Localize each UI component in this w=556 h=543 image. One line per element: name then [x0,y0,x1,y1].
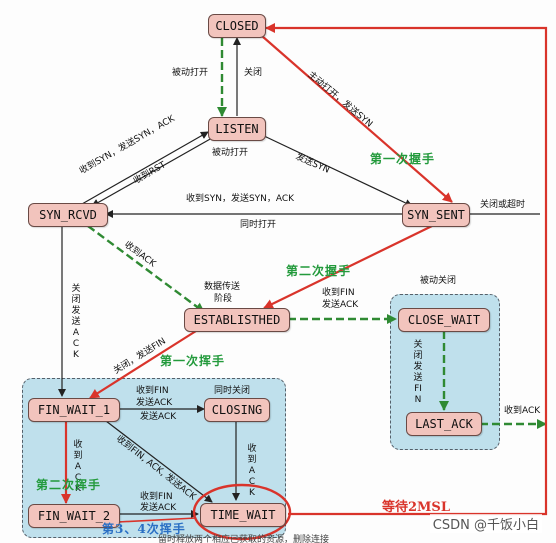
label-recv-syn-send-syn-ack-2: 收到SYN，发送SYN，ACK [186,194,295,204]
label-recv-ack-vertical-2: 收到ACK [247,444,257,498]
label-passive-open-2: 被动打开 [212,148,249,158]
step-first-handshake: 第一次握手 [370,152,436,166]
edge-listen-to-syn-sent [261,134,413,207]
state-fin-wait-2: FIN_WAIT_2 [28,504,120,528]
label-close: 关闭 [244,68,263,78]
label-data-transfer: 数据传送 [204,282,241,292]
label-simultaneous-open: 同时打开 [240,220,277,230]
state-fin-wait-1: FIN_WAIT_1 [28,398,120,422]
footnote-text: 留时释放两个相应已获取的资源，删除连接 [158,535,330,543]
label-passive-close: 被动关闭 [420,276,457,286]
edge-established-to-fin-wait-1 [89,330,197,399]
state-syn-rcvd: SYN_RCVD [28,203,108,227]
state-syn-sent: SYN_SENT [402,203,470,227]
step-third-fourth-wave: 第3、4次挥手 [102,522,186,536]
label-send-ack-3: 发送ACK [140,412,177,422]
csdn-watermark: CSDN @千饭小白 [429,514,542,533]
label-recv-ack-vertical-1: 收到ACK [73,440,83,494]
edge-time-wait-to-closed [265,23,548,516]
edge-listen-to-syn-rcvd [91,137,213,207]
label-close-send-ack-vertical: 关闭发送ACK [71,284,81,360]
label-recv-fin: 收到FIN [322,288,355,298]
state-established: ESTABLISTHED [184,308,290,332]
step-second-wave: 第二次挥手 [36,478,102,492]
edge-syn-sent-to-established [263,225,433,309]
label-simultaneous-close: 同时关闭 [214,386,251,396]
label-send-ack: 发送ACK [322,300,359,310]
time-wait-highlight-ring [192,483,292,541]
step-second-handshake: 第二次握手 [286,264,352,278]
state-listen: LISTEN [208,117,266,141]
label-send-ack-2: 发送ACK [136,398,173,408]
label-close-or-timeout: 关闭或超时 [480,200,526,210]
edge-closed-to-syn-sent [261,35,453,203]
edge-syn-rcvd-to-listen [81,131,209,205]
state-last-ack: LAST_ACK [406,412,482,436]
label-recv-fin-2: 收到FIN [136,386,169,396]
state-closing: CLOSING [204,398,270,422]
wait-2msl-label: 等待2MSL [382,500,450,515]
label-close-send-fin-vertical: 关闭发送FIN [413,340,423,405]
label-passive-open: 被动打开 [172,68,209,78]
edge-syn-rcvd-to-established [87,225,205,313]
edge-fin-wait-1-to-time-wait [105,420,213,503]
edge-fin-wait-2-red-to-time-wait [117,517,197,523]
label-send-ack-4: 发送ACK [140,503,177,513]
state-time-wait: TIME_WAIT [200,503,286,527]
label-stage: 阶段 [214,294,233,304]
state-closed: CLOSED [208,14,266,38]
label-recv-fin-3: 收到FIN [140,492,173,502]
label-recv-ack-last: 收到ACK [504,406,541,416]
state-close-wait: CLOSE_WAIT [398,308,490,332]
step-first-wave: 第一次挥手 [160,354,226,368]
